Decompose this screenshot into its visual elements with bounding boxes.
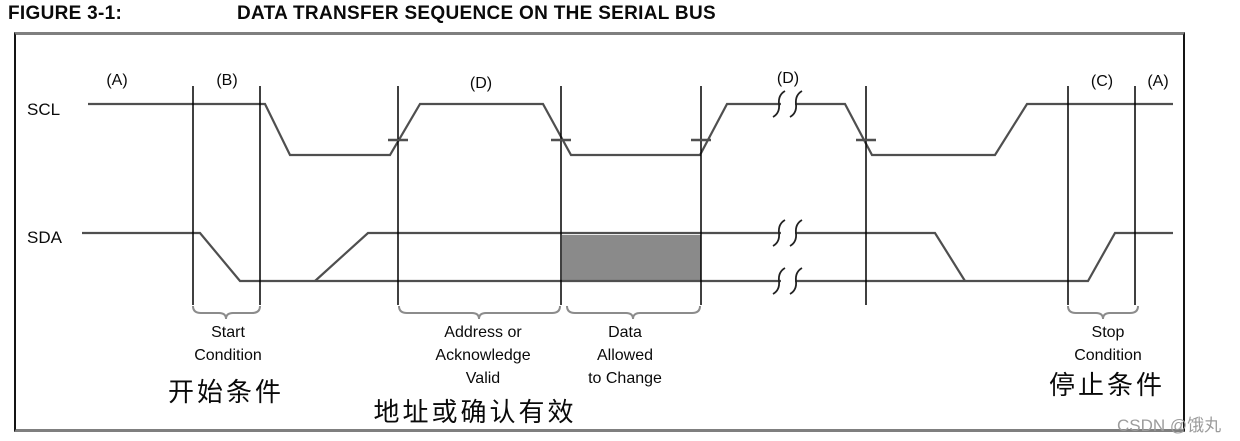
marker-d-right: (D)	[776, 70, 800, 87]
break-mark	[772, 219, 786, 247]
break-mark	[789, 219, 803, 247]
stop-condition-label: Stop Condition	[1074, 321, 1142, 367]
diagram-frame	[14, 32, 1185, 432]
marker-a-right: (A)	[1147, 73, 1169, 90]
figure-title: DATA TRANSFER SEQUENCE ON THE SERIAL BUS	[237, 3, 716, 24]
marker-b: (B)	[216, 72, 238, 89]
watermark: CSDN @饿丸	[1117, 416, 1222, 435]
break-gap	[781, 229, 795, 237]
scl-waveform	[88, 102, 1173, 157]
break-mark	[772, 267, 786, 295]
marker-d-mid: (D)	[469, 75, 493, 92]
sda-waveform	[82, 231, 1173, 283]
braces	[192, 305, 1139, 320]
address-valid-brace	[398, 305, 561, 320]
break-mark	[789, 267, 803, 295]
start-condition-label: Start Condition	[194, 321, 262, 367]
sda-signal-label: SDA	[27, 228, 62, 247]
break-mark	[772, 90, 786, 118]
stop-condition-line1: Stop	[1091, 324, 1125, 341]
region-divider-lines	[192, 86, 1136, 305]
scl-signal-label: SCL	[27, 100, 61, 119]
data-change-shaded-region	[562, 235, 701, 280]
break-gap	[781, 100, 795, 108]
data-change-line1: Data	[608, 324, 642, 341]
address-valid-line2: Acknowledge	[435, 347, 531, 364]
data-change-label: Data Allowed to Change	[588, 321, 662, 390]
break-mark	[789, 90, 803, 118]
marker-a-left: (A)	[106, 72, 128, 89]
address-valid-zh: 地址或确认有效	[373, 397, 577, 427]
start-condition-zh: 开始条件	[167, 377, 285, 407]
marker-c: (C)	[1090, 73, 1114, 90]
data-change-line3: to Change	[588, 370, 662, 387]
figure-label: FIGURE 3-1:	[8, 3, 123, 24]
break-gap	[781, 277, 795, 285]
address-valid-label: Address or Acknowledge Valid	[435, 321, 530, 390]
break-gaps	[781, 100, 795, 285]
break-marks	[772, 90, 803, 295]
address-valid-line1: Address or	[444, 324, 522, 341]
stop-condition-zh: 停止条件	[1048, 370, 1166, 400]
sda-upper-rail	[314, 231, 966, 282]
stop-condition-line2: Condition	[1074, 347, 1142, 364]
data-change-brace	[566, 305, 701, 320]
stop-condition-brace	[1067, 305, 1139, 320]
address-valid-line3: Valid	[465, 370, 501, 387]
start-condition-line2: Condition	[194, 347, 262, 364]
data-change-line2: Allowed	[596, 347, 654, 364]
start-condition-line1: Start	[211, 324, 245, 341]
start-condition-brace	[192, 305, 261, 320]
